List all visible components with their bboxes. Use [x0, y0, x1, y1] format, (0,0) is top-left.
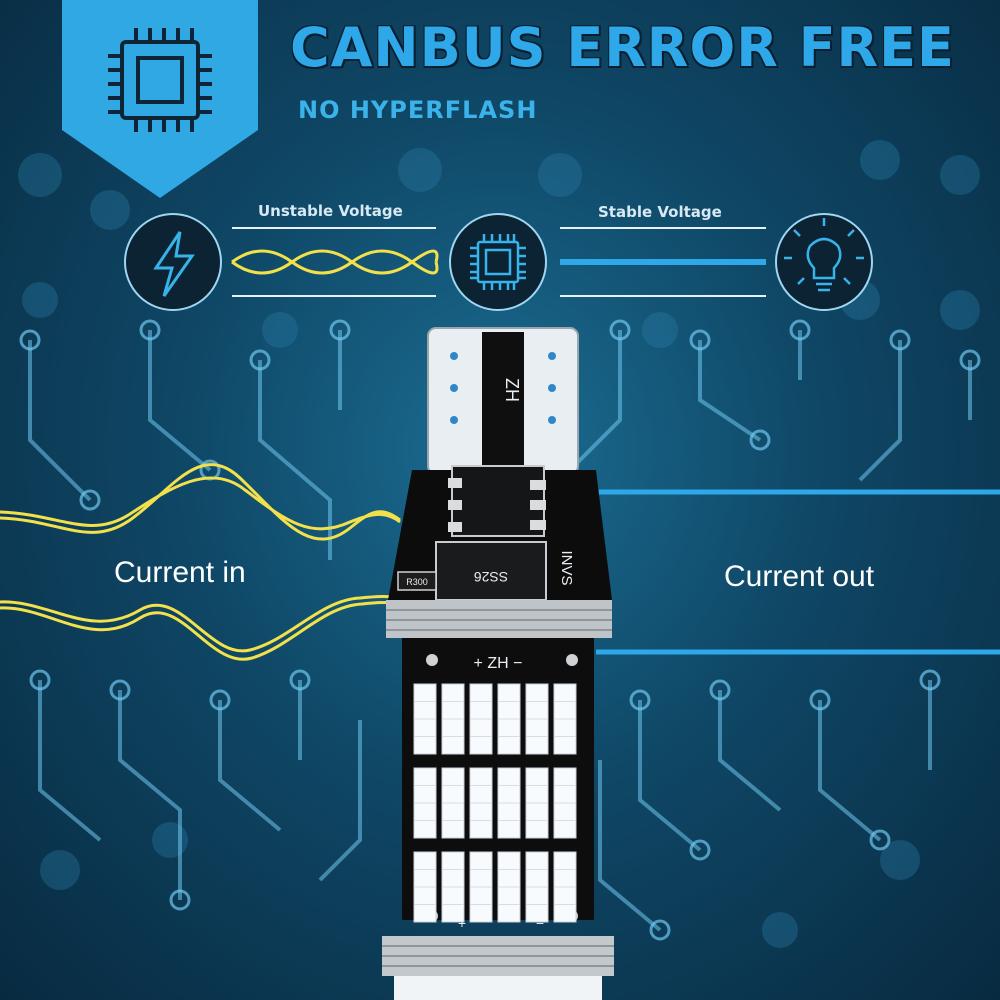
page-title: CANBUS ERROR FREE [290, 16, 955, 79]
lightning-icon [124, 213, 222, 311]
page-subtitle: NO HYPERFLASH [298, 96, 538, 124]
bulb-icon [775, 213, 873, 311]
unstable-voltage-label: Unstable Voltage [258, 202, 403, 220]
bulb-marking-chip: INVS [558, 550, 575, 585]
current-out-label: Current out [724, 560, 875, 593]
chip-badge [62, 0, 258, 198]
bulb-marking-diode: SS26 [474, 569, 508, 585]
current-in-waves [0, 463, 401, 661]
bulb-polarity-plus: + [458, 915, 466, 931]
bulb-marking-resistor: R300 [406, 577, 428, 587]
bulb-polarity-minus: − [536, 915, 544, 931]
stable-voltage-label: Stable Voltage [598, 203, 722, 221]
bulb-polarity-top: + ZH − [474, 655, 523, 672]
chip-circle-icon [449, 213, 547, 311]
led-array [413, 683, 577, 923]
current-in-label: Current in [114, 556, 246, 589]
chip-icon [108, 28, 212, 132]
bulb-marking-top: ZH [502, 378, 522, 402]
led-bulb [382, 327, 614, 1000]
